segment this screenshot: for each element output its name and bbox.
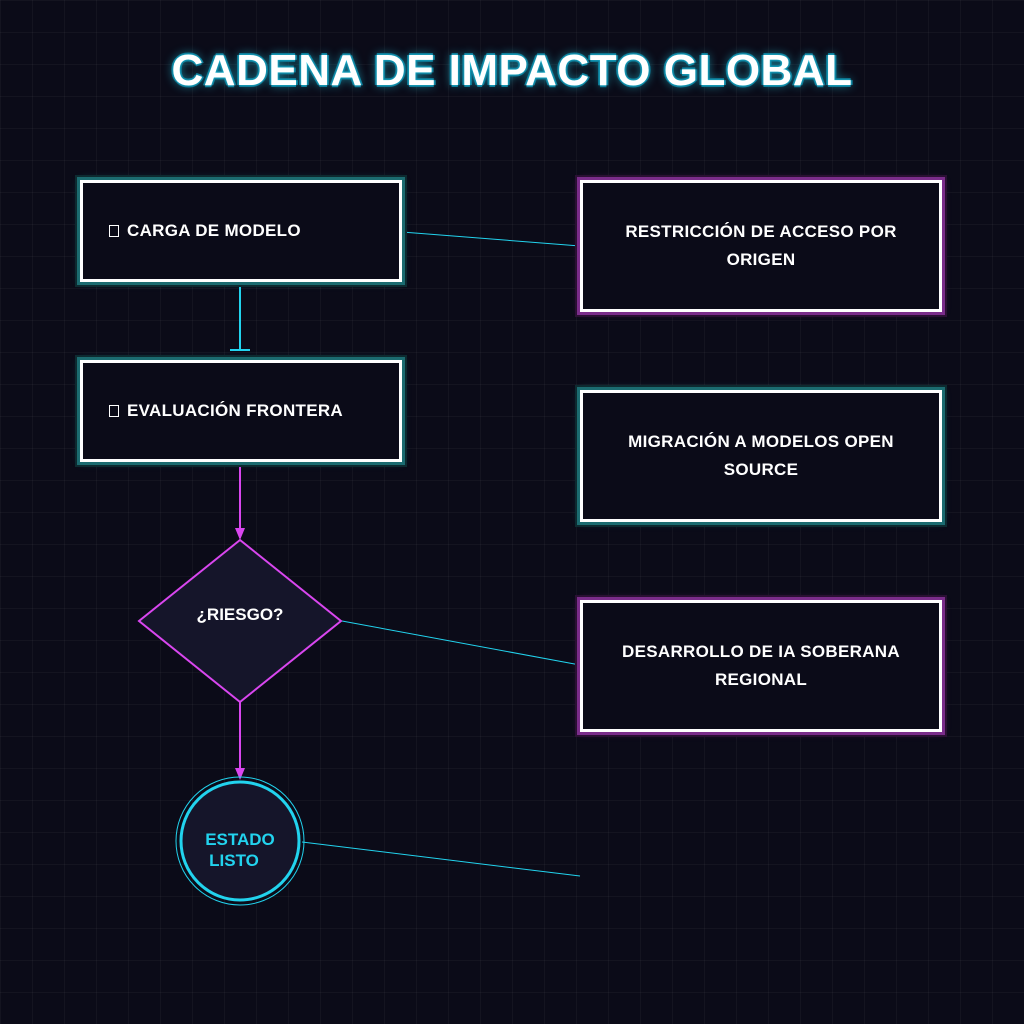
link-carga-restriccion: [401, 231, 581, 247]
terminal-circle-outer-ring: [175, 776, 305, 906]
link-estado-outlet: [301, 841, 581, 877]
terminal-label-line1: ESTADO: [205, 830, 275, 849]
decision-diamond: [137, 538, 343, 704]
terminal-label-line2: LISTO: [209, 851, 259, 870]
outcome-restriccion-label: RESTRICCIÓN DE ACCESO POR ORIGEN: [625, 222, 897, 269]
outcome-migracion-label: MIGRACIÓN A MODELOS OPEN SOURCE: [628, 432, 894, 479]
decision-label: ¿RIESGO?: [196, 605, 284, 624]
terminal-circle: [179, 780, 301, 902]
link-riesgo-soberana: [341, 620, 581, 666]
node-evaluacion-frontera: EVALUACIÓN FRONTERA: [80, 360, 402, 462]
node-evaluacion-label: EVALUACIÓN FRONTERA: [127, 401, 343, 420]
outcome-restriccion-acceso: RESTRICCIÓN DE ACCESO POR ORIGEN: [580, 180, 942, 312]
outcome-ia-soberana: DESARROLLO DE IA SOBERANA REGIONAL: [580, 600, 942, 732]
node-carga-de-modelo: CARGA DE MODELO: [80, 180, 402, 282]
missing-glyph-icon: [109, 225, 119, 237]
outcome-soberana-label: DESARROLLO DE IA SOBERANA REGIONAL: [622, 642, 900, 689]
outcome-migracion-open-source: MIGRACIÓN A MODELOS OPEN SOURCE: [580, 390, 942, 522]
node-carga-label: CARGA DE MODELO: [127, 221, 301, 240]
missing-glyph-icon: [109, 405, 119, 417]
diagram-title: CADENA DE IMPACTO GLOBAL: [171, 46, 853, 95]
terminal-label: ESTADO LISTO: [190, 829, 290, 871]
